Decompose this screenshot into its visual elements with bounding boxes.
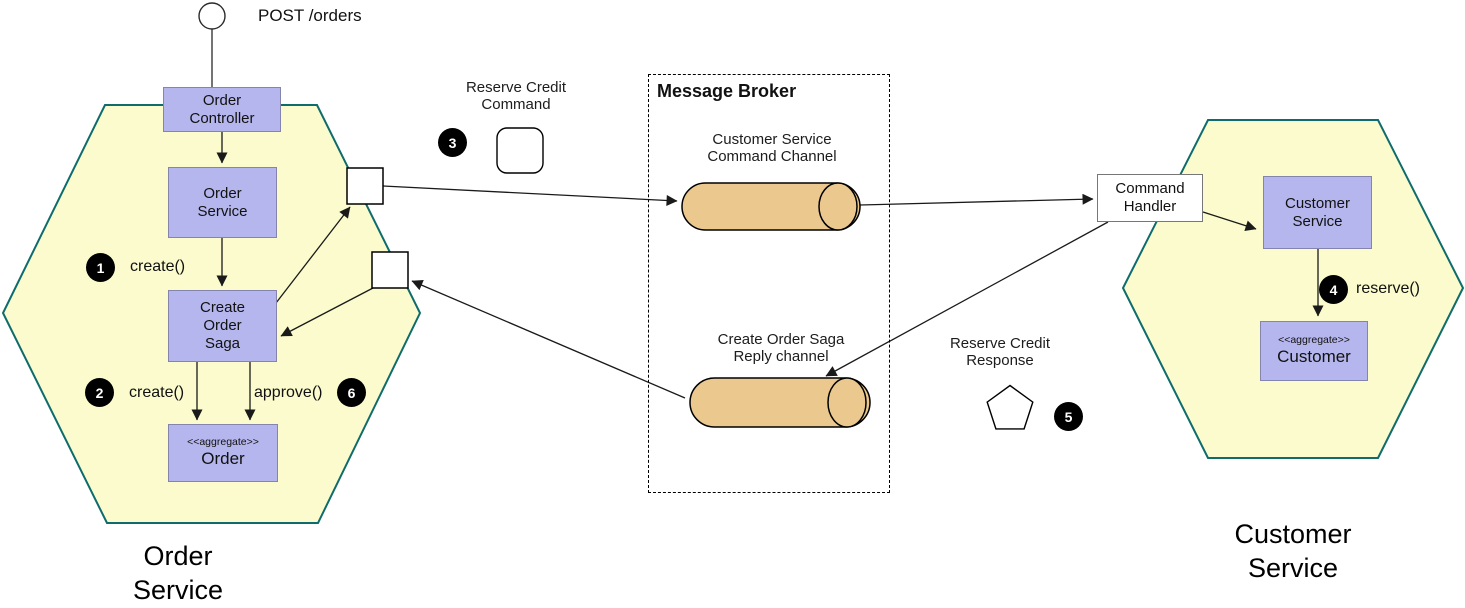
step-2-number: 2 xyxy=(95,384,104,401)
customer-aggregate-stereotype: <<aggregate>> xyxy=(1278,334,1350,347)
message-broker-title: Message Broker xyxy=(657,81,797,101)
step-3-badge: 3 xyxy=(438,128,467,157)
step-5-number: 5 xyxy=(1064,408,1073,425)
order-hexagon-title: Order Service xyxy=(132,541,224,605)
step-3-number: 3 xyxy=(448,134,457,151)
command-channel-cylinder-end xyxy=(818,182,858,231)
customer-aggregate-box: <<aggregate>> Customer xyxy=(1260,321,1368,381)
arrow-handler-to-customer-service xyxy=(1202,211,1257,232)
step-6-badge: 6 xyxy=(337,378,366,407)
order-aggregate-box: <<aggregate>> Order xyxy=(168,424,278,482)
arrow-inport-to-saga xyxy=(280,287,374,337)
arrow-saga-to-outport xyxy=(275,206,351,304)
customer-service-hexagon xyxy=(1121,119,1465,459)
step-5-badge: 5 xyxy=(1054,402,1083,431)
command-channel-cylinder xyxy=(681,182,861,231)
command-message-icon xyxy=(496,127,544,174)
approve-op-label: approve() xyxy=(254,384,323,401)
step-2-badge: 2 xyxy=(85,378,114,407)
customer-service-box-label: Customer Service xyxy=(1284,194,1351,230)
create-order-saga-box: Create Order Saga xyxy=(168,290,277,362)
step-6-number: 6 xyxy=(347,384,356,401)
reply-channel-label: Create Order Saga Reply channel xyxy=(717,331,845,365)
reserve-credit-command-label: Reserve Credit Command xyxy=(465,79,567,113)
customer-aggregate-name: Customer xyxy=(1277,346,1351,366)
order-service-box: Order Service xyxy=(168,167,277,238)
order-service-out-port xyxy=(346,167,384,205)
order-service-label: Order Service xyxy=(197,184,248,220)
order-service-in-port xyxy=(371,251,409,289)
order-controller-label: Order Controller xyxy=(189,91,255,127)
step-4-number: 4 xyxy=(1329,281,1338,298)
command-handler-label: Command Handler xyxy=(1115,180,1185,215)
command-handler-box: Command Handler xyxy=(1097,174,1203,222)
message-broker-box: Message Broker xyxy=(648,74,890,493)
step-1-badge: 1 xyxy=(86,253,115,282)
step-1-number: 1 xyxy=(96,259,105,276)
create-op-label-2: create() xyxy=(129,384,185,401)
order-aggregate-stereotype: <<aggregate>> xyxy=(187,436,259,449)
response-message-icon xyxy=(986,384,1034,430)
step-4-badge: 4 xyxy=(1319,275,1348,304)
order-aggregate-name: Order xyxy=(201,448,245,468)
post-orders-label: POST /orders xyxy=(258,6,362,25)
reserve-credit-response-label: Reserve Credit Response xyxy=(949,335,1051,369)
arrow-outport-to-command-channel xyxy=(382,185,678,206)
http-endpoint-icon xyxy=(198,2,226,30)
arrow-handler-to-reply-channel xyxy=(825,221,1109,377)
order-controller-box: Order Controller xyxy=(163,87,281,132)
customer-service-box: Customer Service xyxy=(1263,176,1372,249)
create-op-label-1: create() xyxy=(130,258,186,275)
customer-hexagon-title: Customer Service xyxy=(1234,519,1352,583)
reply-channel-cylinder-end xyxy=(827,377,867,428)
reply-channel-cylinder xyxy=(689,377,871,428)
arrow-reply-channel-to-inport xyxy=(411,280,686,399)
create-order-saga-label: Create Order Saga xyxy=(199,299,246,352)
reserve-op-label: reserve() xyxy=(1356,280,1421,297)
command-channel-label: Customer Service Command Channel xyxy=(707,131,837,165)
arrow-command-channel-to-handler xyxy=(859,193,1094,206)
